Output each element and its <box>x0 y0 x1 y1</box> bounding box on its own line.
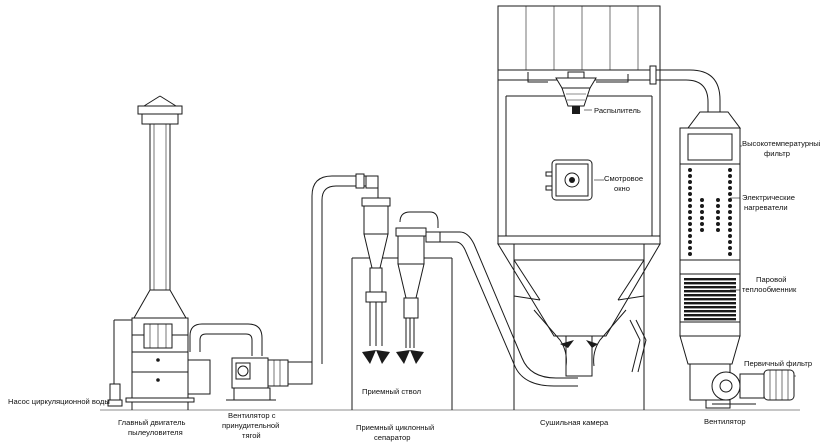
heater-element <box>716 216 720 220</box>
heater-element <box>688 168 692 172</box>
heater-element <box>728 228 732 232</box>
chamber-outlet-ducts <box>533 309 647 373</box>
labels: Насос циркуляционной воды Главный двигат… <box>8 106 820 442</box>
heater-element <box>716 222 720 226</box>
label-steam-1: Паровой <box>756 275 787 284</box>
steam-fin <box>684 278 736 281</box>
steam-fin <box>684 310 736 313</box>
heater-element <box>688 210 692 214</box>
duct-fan-cyclone <box>311 173 379 364</box>
label-draft-fan-1: Вентилятор с <box>228 411 276 420</box>
heater-element <box>728 234 732 238</box>
drying-chamber <box>497 5 661 410</box>
label-cyclone-1: Приемный циклонный <box>356 423 434 432</box>
label-window-1: Смотровое <box>604 174 643 183</box>
heater-element <box>700 228 704 232</box>
label-draft-fan-3: тягой <box>242 431 261 440</box>
supply-fan <box>711 369 795 405</box>
heater-element <box>688 222 692 226</box>
label-collector: Приемный ствол <box>362 387 421 396</box>
label-htfilter-2: фильтр <box>764 149 790 158</box>
heater-element <box>716 198 720 202</box>
heater-element <box>728 246 732 250</box>
steam-fin <box>684 294 736 297</box>
leader-arrows <box>584 109 796 377</box>
heater-element <box>688 186 692 190</box>
steam-fin <box>684 290 736 293</box>
steam-fin <box>684 298 736 301</box>
steam-fin <box>684 306 736 309</box>
heater-element <box>688 246 692 250</box>
heater-dots <box>688 168 732 256</box>
heater-element <box>688 252 692 256</box>
heater-element <box>700 210 704 214</box>
label-cyclone-2: сепаратор <box>374 433 410 442</box>
label-pump: Насос циркуляционной воды <box>8 397 110 406</box>
heater-element <box>728 222 732 226</box>
atomizer <box>527 71 629 114</box>
heater-element <box>728 240 732 244</box>
heater-element <box>688 240 692 244</box>
label-prim-filter: Первичный фильтр <box>744 359 812 368</box>
heater-column <box>679 111 741 409</box>
steam-fin <box>684 318 736 321</box>
heater-element <box>716 204 720 208</box>
duct-scrubber-fan <box>189 323 263 356</box>
heater-element <box>688 216 692 220</box>
heater-element <box>700 216 704 220</box>
heater-element <box>688 204 692 208</box>
heater-element <box>688 192 692 196</box>
label-scrubber-motor-2: пылеуловителя <box>128 428 183 437</box>
heater-element <box>728 204 732 208</box>
scrubber-tower <box>107 317 211 410</box>
heater-element <box>688 234 692 238</box>
heater-element <box>688 228 692 232</box>
sight-window <box>545 159 593 201</box>
hot-air-duct <box>649 65 721 112</box>
draft-fan <box>226 357 313 401</box>
label-heater-2: нагреватели <box>744 203 788 212</box>
heater-element <box>728 252 732 256</box>
steam-fin <box>684 286 736 289</box>
label-atomizer: Распылитель <box>594 106 641 115</box>
steam-fin <box>684 302 736 305</box>
heater-element <box>728 198 732 202</box>
heater-element <box>700 204 704 208</box>
steam-exchanger-fins <box>684 278 736 321</box>
heater-element <box>716 228 720 232</box>
label-heater-1: Электрические <box>742 193 795 202</box>
label-scrubber-motor-1: Главный двигатель <box>118 418 186 427</box>
heater-element <box>728 180 732 184</box>
heater-element <box>728 168 732 172</box>
heater-element <box>716 210 720 214</box>
label-dryer: Сушильная камера <box>540 418 609 427</box>
heater-element <box>688 174 692 178</box>
heater-element <box>700 198 704 202</box>
label-steam-2: теплообменник <box>742 285 797 294</box>
label-htfilter-1: Высокотемпературный <box>742 139 820 148</box>
steam-fin <box>684 314 736 317</box>
heater-element <box>728 192 732 196</box>
steam-fin <box>684 282 736 285</box>
label-draft-fan-2: принудительной <box>222 421 279 430</box>
label-fan: Вентилятор <box>704 417 746 426</box>
heater-element <box>688 180 692 184</box>
heater-element <box>728 210 732 214</box>
heater-element <box>728 174 732 178</box>
exhaust-stack <box>133 95 187 319</box>
label-window-2: окно <box>614 184 630 193</box>
cyclone-1 <box>361 188 391 364</box>
cyclone-2 <box>395 211 441 364</box>
heater-element <box>728 216 732 220</box>
heater-element <box>700 222 704 226</box>
heater-element <box>688 198 692 202</box>
heater-element <box>728 186 732 190</box>
duct-cyclone-dryer <box>440 231 578 387</box>
